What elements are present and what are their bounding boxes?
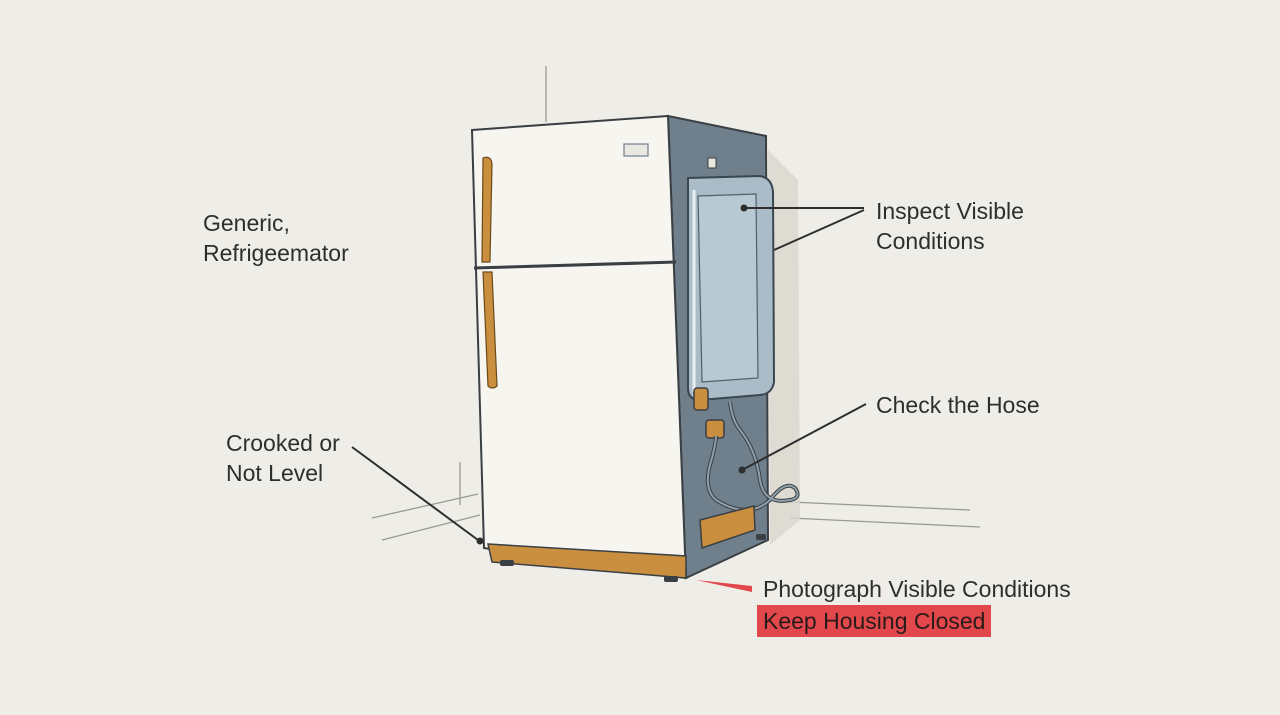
photograph-conditions-label: Photograph Visible Conditions [763,576,1071,602]
photograph-pointer [696,580,752,592]
condenser-inner [697,193,759,383]
hose-highlight [706,401,799,511]
top-tab [707,157,717,169]
base-trim [487,543,687,579]
valve-fitting [705,419,725,439]
foot-back [756,534,766,540]
logo-badge [623,143,649,157]
foot-left [500,560,514,566]
fridge-handle [482,271,498,389]
inspect-label-line1: Inspect Visible [876,198,1024,224]
foot-right [664,576,678,582]
freezer-handle [481,156,493,263]
check-hose-label: Check the Hose [876,392,1040,418]
door-divider [473,260,677,270]
fridge-front [470,114,688,580]
refrigerator-label-line1: Generic, [203,210,290,236]
inspect-conditions-label: Inspect Visible Conditions [876,196,1024,256]
crooked-level-label: Crooked or Not Level [226,428,340,488]
callout-dots [476,204,748,545]
refrigerator-label: Generic, Refrigeemator [203,208,349,268]
crooked-label-line1: Crooked or [226,430,340,456]
keep-housing-closed-banner: Keep Housing Closed [757,605,992,637]
crooked-label-line2: Not Level [226,460,324,486]
room-corner-lines [371,66,981,541]
inspect-label-line2: Conditions [876,228,985,254]
refrigerator-label-line2: Refrigeemator [203,240,349,266]
callout-lines [351,207,867,541]
valve [693,387,709,411]
side-vent [699,505,756,550]
